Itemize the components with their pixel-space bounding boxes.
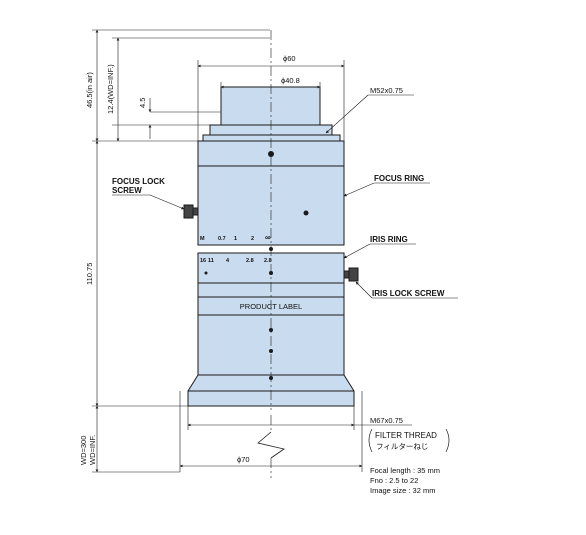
wd-range-label-1: WD=300 [79, 436, 88, 465]
mount-length-label: 4.5 [138, 98, 147, 108]
iris-lock-screw-knob [343, 267, 359, 282]
bottom-diameter-label: ϕ70 [237, 455, 250, 464]
filter-thread-jp-label: フィルターねじ [376, 442, 428, 451]
focus-scale: M 0.7 1 2 ∞ [200, 233, 271, 242]
mount-top [220, 86, 321, 126]
back-focus-label: 12.4(WD=INF.) [106, 64, 115, 114]
focus-scale-mark: 2 [251, 236, 254, 242]
focus-lock-screw-knob [183, 204, 199, 219]
filter-thread-label: FILTER THREAD [375, 431, 437, 440]
mount-thread-label: M52x0.75 [370, 86, 403, 95]
iris-lock-screw-label: IRIS LOCK SCREW [372, 289, 445, 298]
iris-scale-mark: 16 [200, 258, 206, 264]
iris-scale-mark: 11 [208, 258, 214, 264]
mount-base [202, 134, 341, 142]
focus-lock-label-2: SCREW [112, 186, 142, 195]
iris-scale-mark: 2.8 [264, 258, 272, 264]
iris-scale-mark: 4 [226, 258, 230, 264]
spec-focal-length: Focal length : 35 mm [370, 466, 440, 475]
flange-distance-label: 46.5(in air) [85, 72, 94, 108]
iris-scale: 16 11 4 2.8 2.8 [200, 258, 272, 264]
focus-scale-mark: 0.7 [218, 236, 226, 242]
body-length-label: 110.75 [85, 263, 94, 285]
focus-scale-mark: ∞ [265, 233, 271, 242]
focus-lock-label-1: FOCUS LOCK [112, 177, 165, 186]
break-mark [257, 431, 285, 459]
filter-thread-bracket [368, 428, 450, 453]
mount-diameter-label: ϕ40.8 [281, 76, 300, 85]
iris-scale-mark: 2.8 [246, 258, 254, 264]
spec-image-size: Image size : 32 mm [370, 486, 435, 495]
focus-ring-label: FOCUS RING [374, 174, 424, 183]
top-diameter-label: ϕ60 [283, 54, 296, 63]
iris-ring-label: IRIS RING [370, 235, 408, 244]
wd-range-label-2: WD=INF. [88, 435, 97, 465]
spec-fno: Fno : 2.5 to 22 [370, 476, 418, 485]
focus-scale-mark: M [200, 236, 205, 242]
filter-thread-size-label: M67x0.75 [370, 416, 403, 425]
focus-scale-mark: 1 [234, 236, 237, 242]
